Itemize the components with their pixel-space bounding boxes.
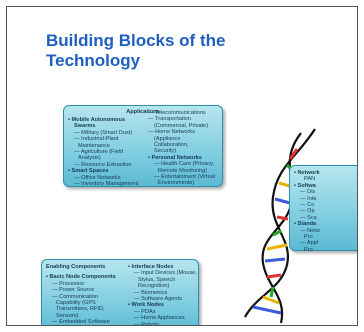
list-item: • Personal Networks xyxy=(148,154,202,161)
list-item: • Standa xyxy=(294,221,317,228)
list-item: — Transportation xyxy=(148,116,191,123)
list-item: (Appliance xyxy=(154,135,181,142)
list-item: — Op xyxy=(300,208,315,215)
list-item: Maintenance xyxy=(78,142,111,149)
list-item: Swarms xyxy=(74,123,96,130)
list-item: — PDAs xyxy=(134,308,156,315)
list-item: — Dis xyxy=(300,189,316,196)
list-item: Pro xyxy=(304,246,313,253)
list-item: Analysis) xyxy=(78,155,101,162)
list-item: Stylus, Speech xyxy=(138,276,176,283)
list-item: — Netw xyxy=(300,227,320,234)
list-item: Security) xyxy=(154,148,177,155)
list-item: PAN xyxy=(304,176,316,183)
list-item: Remote Monitoring) xyxy=(158,167,208,174)
enabling-left-list: • Basic Node Components— Processor— Powe… xyxy=(46,274,128,325)
list-item: — Power Source xyxy=(52,287,95,294)
enabling-left-column: Enabling Components • Basic Node Compone… xyxy=(46,264,128,325)
list-item: • Smart Spaces xyxy=(68,168,109,175)
list-item: — Input Devices (Mouse, xyxy=(134,270,197,277)
list-item: — Agriculture (Field xyxy=(74,149,124,156)
list-item: Capability (GPS xyxy=(56,300,96,307)
slide: Building Blocks of the Technology Applic… xyxy=(6,6,358,326)
list-item: — Processor xyxy=(52,280,85,287)
list-item: (Commercial, Private) xyxy=(154,122,209,129)
list-item: — Home Networks xyxy=(148,129,195,136)
list-item: — Communication xyxy=(52,293,99,300)
slide-top-bar xyxy=(7,7,357,15)
list-item: • Mobile Autonomous xyxy=(68,117,126,123)
list-item: • Network xyxy=(294,170,320,176)
list-item: — Biometrics xyxy=(134,289,168,296)
enabling-components-box: Enabling Components • Basic Node Compone… xyxy=(41,259,200,326)
title-line-1: Building Blocks of the xyxy=(46,31,226,50)
list-item: — Inte xyxy=(300,195,317,202)
list-item: — Co xyxy=(300,202,315,209)
applications-header: Applications xyxy=(126,109,160,115)
list-item: — Telecommunications xyxy=(148,110,206,116)
list-item: — Software Agents xyxy=(134,296,182,303)
list-item: Environments) xyxy=(158,180,195,187)
list-item: — Entertainment (Virtual xyxy=(154,174,216,181)
list-item: — Sca xyxy=(300,214,317,221)
applications-right-column: — Telecommunications— Transportation(Com… xyxy=(148,110,222,187)
list-item: • Softwa xyxy=(294,182,316,189)
list-item: Recognition) xyxy=(138,283,170,290)
list-item: • Basic Node Components xyxy=(46,274,116,281)
list-item: — Office Networks xyxy=(74,174,121,181)
list-item: — Industrial-Plant xyxy=(74,136,119,143)
enabling-header: Enabling Components xyxy=(46,264,106,270)
enabling-right-column: • Interface Nodes— Input Devices (Mouse,… xyxy=(128,264,200,326)
list-item: Pro xyxy=(304,234,313,241)
slide-title: Building Blocks of the Technology xyxy=(46,31,296,71)
list-item: Transmitters, RFID, xyxy=(56,306,105,313)
list-item: — Health Care (Privacy, xyxy=(154,161,214,168)
list-item: Sensors) xyxy=(56,312,79,319)
list-item: — Appl xyxy=(300,240,319,247)
list-item: — Robots xyxy=(134,321,159,326)
list-item: • Interface Nodes xyxy=(128,264,174,270)
list-item: • Work Nodes xyxy=(128,302,165,309)
title-line-2: Technology xyxy=(46,51,141,70)
list-item: — Inventory Management xyxy=(74,181,139,188)
list-item: — Resource Extraction xyxy=(74,161,132,168)
list-item: — Home Appliances xyxy=(134,315,185,322)
list-item: Collaboration, xyxy=(154,142,189,149)
list-item: — Military (Smart Dust) xyxy=(74,129,133,136)
list-item: — Embedded Software xyxy=(52,319,110,326)
